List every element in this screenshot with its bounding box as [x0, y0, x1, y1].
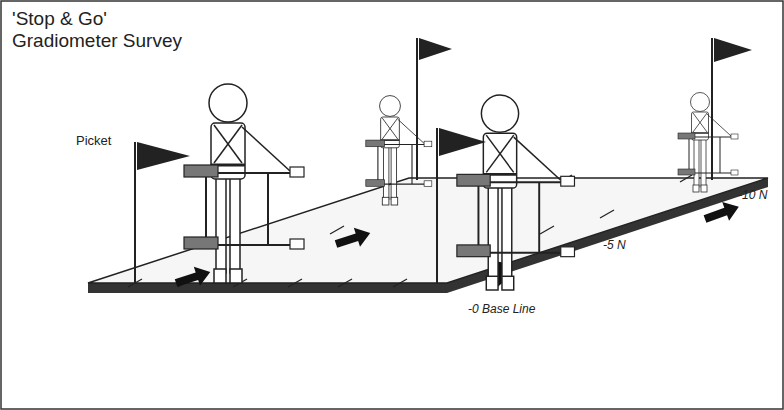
grid-tick [288, 279, 302, 287]
grid-line-label: -5 N [603, 238, 626, 252]
picket-flag [419, 38, 452, 60]
surveyor-figure [678, 93, 738, 193]
grid-tick [330, 226, 344, 234]
grid-tick [338, 279, 352, 287]
grid-tick [540, 226, 554, 234]
picket-pole [711, 38, 713, 180]
grid-line-label: -10 N [738, 188, 767, 202]
surveyor-figure [457, 95, 575, 290]
diagram-title: 'Stop & Go' Gradiometer Survey [12, 8, 202, 52]
picket-flag [137, 142, 190, 170]
picket-pole [436, 128, 438, 284]
grid-line-label: -0 Base Line [468, 302, 535, 316]
picket-flag [439, 128, 486, 156]
grid-ticks [128, 175, 692, 287]
survey-grid [88, 178, 768, 283]
picket-label: Picket [76, 133, 111, 148]
direction-arrow [173, 262, 213, 292]
grid-tick [680, 175, 692, 182]
survey-grid-edge [88, 178, 768, 293]
picket-pole [416, 38, 418, 180]
surveyor-figure [184, 84, 304, 283]
grid-tick [393, 279, 407, 287]
picket-flag [714, 38, 752, 62]
direction-arrow [702, 197, 743, 228]
direction-arrow [333, 223, 373, 253]
picket-pole [134, 142, 136, 284]
grid-tick [600, 210, 614, 218]
surveyor-figure [366, 96, 432, 205]
